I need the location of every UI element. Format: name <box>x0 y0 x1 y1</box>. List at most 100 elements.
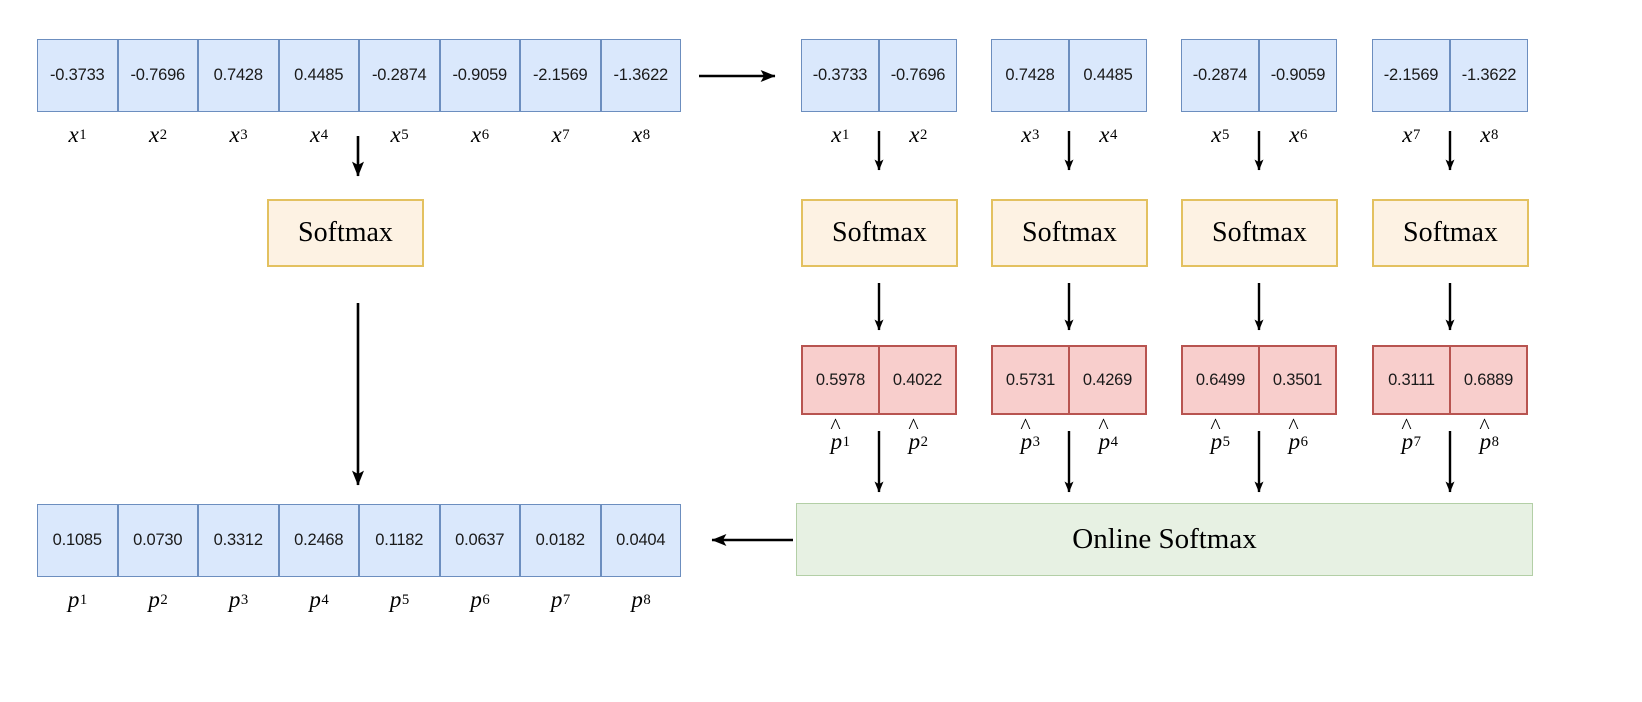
tile-1-prob-label-p1-index: 1 <box>842 433 850 450</box>
tile-1-prob-label-p2-hat: ^ <box>908 413 919 438</box>
tile-2-softmax-box[interactable]: Softmax <box>991 199 1148 267</box>
output-label-p2-index: 2 <box>160 591 168 608</box>
tile-2-prob-label-p3-index: 3 <box>1032 433 1040 450</box>
tile-3-prob-label-p5-index: 5 <box>1222 433 1230 450</box>
tile-3-input-label-x6-index: 6 <box>1300 126 1308 143</box>
tile-4-prob-cell-1: 0.3111 <box>1372 345 1450 415</box>
tile-1-prob-cell-2: 0.4022 <box>879 345 957 415</box>
tile-2-input-label-x4-index: 4 <box>1110 126 1118 143</box>
input-label-x2-index: 2 <box>159 126 168 143</box>
output-cell-1: 0.1085 <box>37 504 118 577</box>
tile-2-input-label-x3-index: 3 <box>1032 126 1040 143</box>
input-cell-6: -0.9059 <box>439 39 520 112</box>
tile-4-prob-cell-2: 0.6889 <box>1450 345 1528 415</box>
tile-3-prob-label-p6-hat: ^ <box>1288 413 1299 438</box>
input-label-x5-index: 5 <box>401 126 409 143</box>
tile-2-input-cell-2: 0.4485 <box>1069 39 1147 112</box>
tile-4-input-cell-1: -2.1569 <box>1372 39 1450 112</box>
output-label-p7-index: 7 <box>562 591 571 608</box>
output-label-p6-index: 6 <box>482 591 490 608</box>
input-label-x8-index: 8 <box>642 126 651 143</box>
tile-2-prob-label-p3-hat: ^ <box>1020 413 1031 438</box>
input-label-x6-index: 6 <box>481 126 490 143</box>
softmax-box-baseline[interactable]: Softmax <box>267 199 424 267</box>
input-cell-2: -0.7696 <box>117 39 198 112</box>
tile-4-prob-label-p8-index: 8 <box>1491 433 1499 450</box>
tile-4-input-cell-2: -1.3622 <box>1450 39 1528 112</box>
tile-2-prob-label-p4-hat: ^ <box>1098 413 1109 438</box>
input-label-x4-index: 4 <box>320 126 329 143</box>
output-cell-7: 0.0182 <box>520 504 601 577</box>
tile-1-prob-label-p1-hat: ^ <box>830 413 841 438</box>
tile-3-prob-label-p5-hat: ^ <box>1210 413 1221 438</box>
tile-1-prob-label-p2-index: 2 <box>920 433 928 450</box>
output-cell-3: 0.3312 <box>198 504 279 577</box>
output-cell-6: 0.0637 <box>439 504 520 577</box>
tile-4-prob-label-p7-hat: ^ <box>1401 413 1412 438</box>
tile-3-input-label-x5-index: 5 <box>1222 126 1230 143</box>
tile-2-input-cell-1: 0.7428 <box>991 39 1069 112</box>
output-label-p4-index: 4 <box>321 591 329 608</box>
tile-1-input-cell-1: -0.3733 <box>801 39 879 112</box>
output-label-p5-index: 5 <box>401 591 410 608</box>
input-cell-7: -2.1569 <box>520 39 601 112</box>
input-cell-5: -0.2874 <box>359 39 440 112</box>
output-label-p1-index: 1 <box>79 591 88 608</box>
tile-4-input-label-x7-index: 7 <box>1413 126 1421 143</box>
output-cell-4: 0.2468 <box>278 504 359 577</box>
output-label-p8-index: 8 <box>643 591 651 608</box>
tile-3-prob-label-p6-index: 6 <box>1300 433 1308 450</box>
tile-4-prob-label-p8-hat: ^ <box>1479 413 1490 438</box>
tile-2-prob-cell-1: 0.5731 <box>991 345 1069 415</box>
input-cell-8: -1.3622 <box>600 39 681 112</box>
tile-4-softmax-box[interactable]: Softmax <box>1372 199 1529 267</box>
output-label-p3-index: 3 <box>240 591 249 608</box>
tile-1-softmax-box[interactable]: Softmax <box>801 199 958 267</box>
output-cell-2: 0.0730 <box>117 504 198 577</box>
online-softmax-box[interactable]: Online Softmax <box>796 503 1533 576</box>
input-cell-4: 0.4485 <box>278 39 359 112</box>
input-cell-1: -0.3733 <box>37 39 118 112</box>
tile-3-prob-cell-1: 0.6499 <box>1181 345 1259 415</box>
tile-3-input-cell-1: -0.2874 <box>1181 39 1259 112</box>
tile-4-prob-label-p7-index: 7 <box>1413 433 1421 450</box>
tile-3-prob-cell-2: 0.3501 <box>1259 345 1337 415</box>
input-label-x1-index: 1 <box>79 126 87 143</box>
tile-3-softmax-box[interactable]: Softmax <box>1181 199 1338 267</box>
tile-2-prob-cell-2: 0.4269 <box>1069 345 1147 415</box>
tile-4-input-label-x8-index: 8 <box>1491 126 1499 143</box>
output-cell-5: 0.1182 <box>359 504 440 577</box>
tile-1-input-cell-2: -0.7696 <box>879 39 957 112</box>
tile-3-input-cell-2: -0.9059 <box>1259 39 1337 112</box>
